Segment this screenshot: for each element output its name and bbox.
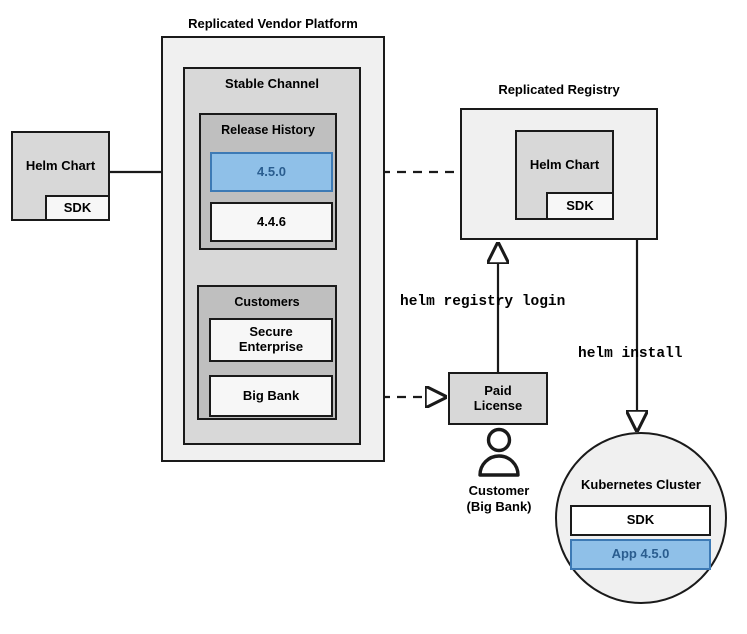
command-helm-install: helm install: [578, 346, 683, 362]
cluster-component-label: SDK: [626, 512, 655, 528]
release-version-4-4-6[interactable]: 4.4.6: [210, 202, 333, 242]
cluster-component-sdk[interactable]: SDK: [570, 505, 711, 536]
customer-big-bank[interactable]: Big Bank: [209, 375, 333, 417]
release-version-label: 4.5.0: [257, 163, 286, 179]
cluster-component-app[interactable]: App 4.5.0: [570, 539, 711, 570]
vendor-platform-title: Replicated Vendor Platform: [188, 16, 358, 31]
command-registry-login: helm registry login: [400, 294, 566, 310]
release-history-label: Release History: [221, 123, 315, 137]
release-version-label: 4.4.6: [257, 213, 286, 229]
paid-license-line-2: License: [473, 397, 523, 413]
source-sdk-label: SDK: [63, 199, 92, 215]
registry-title: Replicated Registry: [498, 82, 620, 97]
customer-secure-enterprise[interactable]: Secure Enterprise: [209, 318, 333, 362]
customer-actor-icon: [478, 427, 520, 477]
source-sdk-box[interactable]: SDK: [45, 195, 110, 221]
paid-license-line-1: Paid: [484, 382, 512, 398]
registry-helm-chart-label: Helm Chart: [529, 156, 600, 172]
registry-sdk-label: SDK: [566, 197, 594, 213]
customer-actor-label: Customer (Big Bank): [439, 483, 559, 516]
customer-name-label: Big Bank: [242, 387, 300, 403]
stable-channel-label: Stable Channel: [225, 76, 319, 91]
registry-sdk-box[interactable]: SDK: [546, 192, 614, 220]
kubernetes-cluster-label: Kubernetes Cluster: [581, 477, 701, 492]
customer-name-label: Secure Enterprise: [238, 324, 304, 354]
paid-license-box[interactable]: Paid License: [448, 372, 548, 425]
customer-actor-line-2: (Big Bank): [466, 499, 532, 515]
release-version-4-5-0[interactable]: 4.5.0: [210, 152, 333, 192]
customers-label: Customers: [234, 295, 300, 309]
customer-actor-line-1: Customer: [468, 483, 530, 498]
source-helm-chart-label: Helm Chart: [25, 157, 96, 173]
cluster-component-label: App 4.5.0: [611, 546, 670, 562]
